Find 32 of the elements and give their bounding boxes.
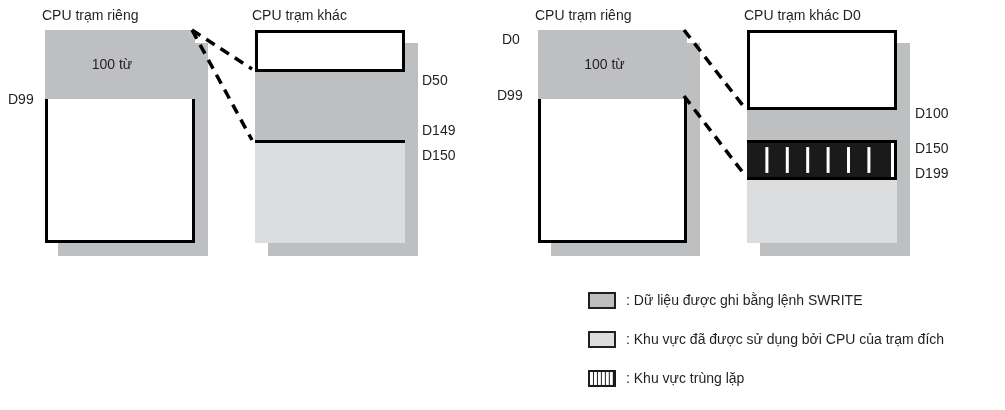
- dashed-connector: [191, 28, 253, 71]
- memory-region: [255, 140, 405, 243]
- address-label: D99: [497, 86, 523, 104]
- memory-region: [45, 30, 195, 99]
- address-label: D0: [502, 30, 520, 48]
- address-label: D150: [422, 146, 456, 164]
- block-heading: CPU trạm riêng: [535, 8, 632, 22]
- memory-block: [45, 30, 195, 243]
- address-label: D199: [915, 164, 949, 182]
- legend-text: : Dữ liệu được ghi bằng lệnh SWRITE: [626, 290, 863, 310]
- region-label: 100 từ: [91, 55, 133, 74]
- block-heading: CPU trạm khác D0: [744, 8, 861, 22]
- memory-block: [255, 30, 405, 243]
- address-label: D149: [422, 121, 456, 139]
- memory-block: [538, 30, 687, 243]
- legend-text: : Khu vực đã được sử dụng bởi CPU của trạm đích: [626, 329, 945, 349]
- memory-region: [747, 177, 897, 243]
- memory-region: [747, 107, 897, 140]
- region-label: 100 từ: [584, 55, 625, 74]
- dashed-connector: [682, 28, 746, 109]
- address-label: D50: [422, 71, 448, 89]
- memory-region: [538, 30, 687, 99]
- overlap-region: [747, 140, 897, 177]
- memory-block: [747, 30, 897, 243]
- address-label: D100: [915, 104, 949, 122]
- address-label: D150: [915, 139, 949, 157]
- legend-text: : Khu vực trùng lặp: [626, 368, 745, 388]
- dashed-connector: [190, 29, 254, 141]
- block-heading: CPU trạm riêng: [42, 8, 139, 22]
- memory-region: [255, 69, 405, 140]
- address-label: D99: [8, 90, 34, 108]
- block-heading: CPU trạm khác: [252, 8, 347, 22]
